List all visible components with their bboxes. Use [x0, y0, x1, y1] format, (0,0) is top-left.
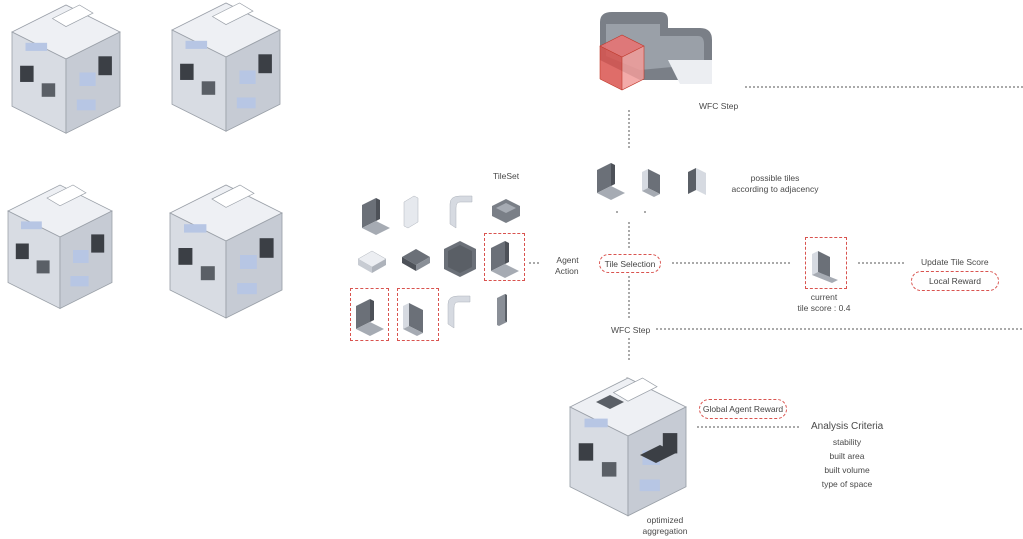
analysis-item-built-area: built area [829, 451, 865, 462]
wfc-step-mid-label: WFC Step [611, 325, 651, 335]
tile-10-highlight [397, 288, 439, 341]
agent-action-label: Agent Action [555, 255, 579, 276]
current-tile-line1: current [810, 292, 838, 302]
current-tile-highlight [805, 237, 847, 289]
tile-2 [403, 195, 419, 229]
red-cell-right [622, 46, 644, 90]
global-reward-pill: Global Agent Reward [699, 399, 787, 419]
optimized-label: optimized aggregation [625, 515, 705, 536]
tile-12 [497, 294, 507, 326]
analysis-item-built-volume: built volume [824, 465, 870, 476]
tile-4 [492, 199, 520, 223]
tile-6 [402, 249, 430, 271]
agent-action-line2: Action [555, 265, 579, 276]
current-tile-label: current tile score : 0.4 [774, 292, 874, 313]
possible-tiles-label: possible tiles according to adjacency [720, 173, 830, 194]
possible-tile-3 [688, 168, 706, 195]
analysis-item-stability: stability [832, 437, 862, 447]
current-tile-line2: tile score : 0.4 [797, 302, 851, 313]
tileset-title: TileSet [493, 171, 520, 181]
wfc-step-top-label: WFC Step [699, 101, 739, 111]
analysis-item-type-of-space: type of space [821, 479, 873, 490]
analysis-list: stability built area built volume type o… [807, 437, 887, 490]
svg-text:.: . [626, 373, 628, 380]
update-score-label: Update Tile Score [921, 257, 989, 267]
tile-8-highlight [484, 233, 525, 281]
possible-tiles-line2: according to adjacency [731, 183, 819, 194]
local-reward-pill: Local Reward [911, 271, 999, 291]
analysis-title: Analysis Criteria [811, 421, 884, 432]
possible-tiles-line1: possible tiles [750, 173, 800, 183]
optimized-line2: aggregation [642, 525, 688, 536]
optimized-line1: optimized [646, 515, 684, 525]
tile-9-highlight [350, 288, 389, 341]
tile-selection-pill: Tile Selection [599, 254, 661, 273]
red-cell-left [600, 46, 622, 90]
tile-10 [403, 303, 423, 336]
possible-tile-2 [642, 169, 660, 197]
agent-action-line1: Agent [556, 255, 579, 265]
